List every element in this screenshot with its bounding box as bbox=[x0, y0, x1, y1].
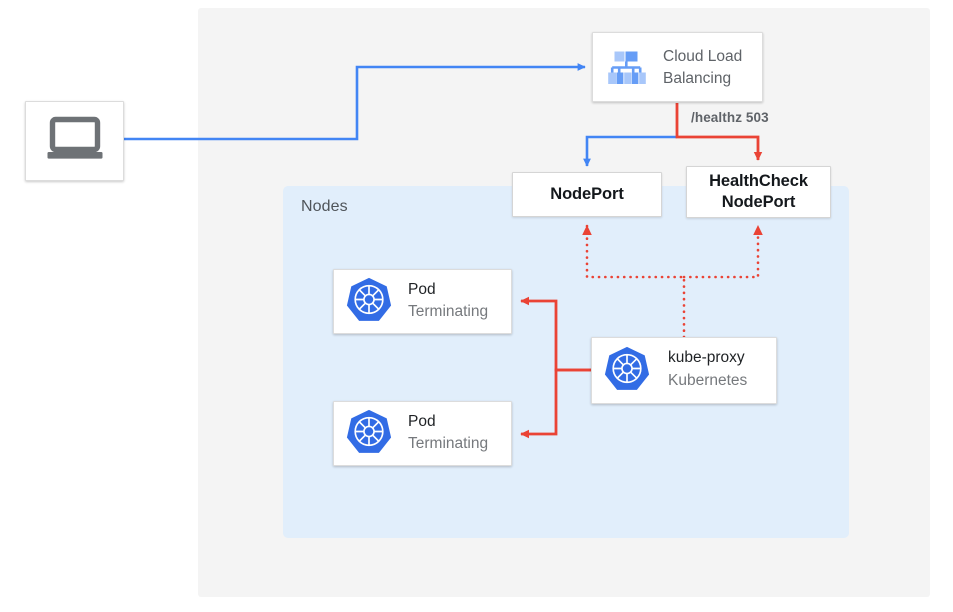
kube-proxy-title: kube-proxy bbox=[668, 349, 745, 366]
kubernetes-icon bbox=[346, 408, 392, 459]
healthcheck-nodeport-label: HealthCheck NodePort bbox=[709, 171, 808, 213]
pod-1-title: Pod bbox=[408, 281, 436, 298]
nodeport-box[interactable]: NodePort bbox=[512, 172, 662, 217]
pod-2-title: Pod bbox=[408, 413, 436, 430]
pod-2-text: Pod Terminating bbox=[408, 411, 488, 455]
kubernetes-icon bbox=[346, 276, 392, 327]
kube-proxy-text: kube-proxy Kubernetes bbox=[668, 347, 747, 392]
cloud-load-balancing-icon bbox=[607, 51, 647, 90]
healthcheck-nodeport-box[interactable]: HealthCheck NodePort bbox=[686, 166, 831, 218]
clb-label-line-2: Balancing bbox=[663, 70, 732, 87]
kube-proxy-card[interactable]: kube-proxy Kubernetes bbox=[591, 337, 777, 404]
laptop-icon bbox=[46, 116, 104, 166]
cloud-load-balancing-card[interactable]: Cloud Load Balancing bbox=[592, 32, 763, 102]
healthz-edge-label: /healthz 503 bbox=[691, 110, 769, 125]
pod-card-2[interactable]: Pod Terminating bbox=[333, 401, 512, 466]
healthcheck-nodeport-line-2: NodePort bbox=[721, 193, 796, 211]
kubernetes-icon bbox=[604, 345, 650, 396]
clb-label-line-1: Cloud Load bbox=[663, 48, 743, 65]
nodes-region-label: Nodes bbox=[301, 198, 348, 215]
healthcheck-nodeport-line-1: HealthCheck bbox=[709, 172, 808, 190]
cloud-load-balancing-label: Cloud Load Balancing bbox=[663, 46, 759, 90]
nodeport-label: NodePort bbox=[550, 185, 624, 203]
client-laptop-card[interactable] bbox=[25, 101, 124, 181]
kube-proxy-subtitle: Kubernetes bbox=[668, 372, 748, 389]
pod-2-status: Terminating bbox=[408, 435, 489, 452]
pod-1-status: Terminating bbox=[408, 303, 489, 320]
pod-1-text: Pod Terminating bbox=[408, 279, 488, 323]
pod-card-1[interactable]: Pod Terminating bbox=[333, 269, 512, 334]
